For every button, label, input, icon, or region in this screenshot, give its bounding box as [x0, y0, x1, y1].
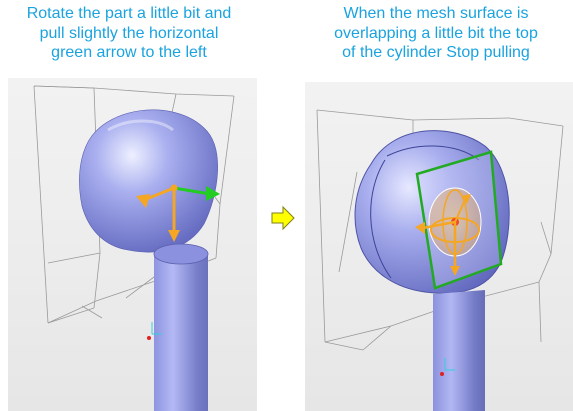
right-cylinder[interactable] [433, 290, 485, 411]
left-caption: Rotate the part a little bit and pull sl… [0, 4, 258, 63]
left-mesh-highlight [107, 119, 174, 132]
orange-z-arrow-icon[interactable] [461, 194, 471, 204]
left-lattice-cage [33, 85, 235, 324]
left-caption-line-3: green arrow to the left [51, 44, 207, 61]
right-axis-triad-icon [440, 358, 455, 376]
orange-x-arrow-icon[interactable] [415, 222, 425, 234]
left-3d-viewport[interactable] [8, 78, 257, 411]
arrow-right-icon [271, 205, 295, 231]
left-caption-line-2: pull slightly the horizontal [39, 24, 219, 42]
right-caption-line-3: of the cylinder Stop pulling [342, 44, 530, 61]
orange-y-arrow-icon[interactable] [450, 266, 460, 276]
right-mesh-seam [370, 159, 392, 279]
right-caption: When the mesh surface is overlapping a l… [300, 4, 572, 63]
right-caption-line-1: When the mesh surface is [343, 5, 529, 22]
left-manipulator[interactable] [136, 184, 220, 243]
left-mesh-surface[interactable] [79, 109, 218, 253]
green-drag-arrow-icon[interactable] [206, 186, 220, 201]
left-axis-triad-icon [147, 322, 162, 340]
right-mesh-seam-top [386, 145, 480, 161]
left-viewport-canvas[interactable] [8, 78, 257, 411]
left-cylinder[interactable] [153, 243, 209, 411]
right-manipulator[interactable] [415, 187, 482, 276]
transition-arrow [270, 205, 296, 231]
orange-y-arrow-icon[interactable] [168, 230, 180, 242]
right-3d-viewport[interactable] [305, 82, 573, 411]
right-viewport-canvas[interactable] [305, 82, 573, 411]
orange-x-arrow-icon[interactable] [136, 194, 150, 208]
left-caption-line-1: Rotate the part a little bit and [26, 5, 232, 22]
right-caption-line-2: overlapping a little bit the top [334, 24, 538, 42]
handle-center-icon[interactable] [170, 184, 178, 192]
